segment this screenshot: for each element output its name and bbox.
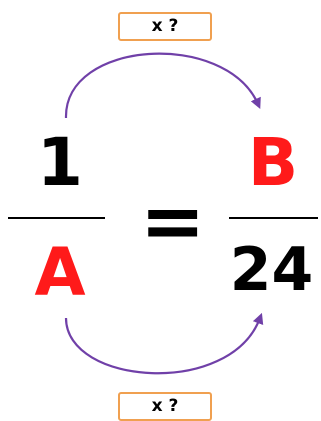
equals-sign: = [140,177,206,267]
left-fraction-bar [8,217,105,219]
multiplier-badge-top: x ? [118,12,212,41]
left-numerator: 1 [37,124,83,201]
multiplier-badge-bottom: x ? [118,392,212,421]
right-fraction-bar [229,217,318,219]
left-denominator: A [34,234,86,311]
top-arrow [64,52,261,119]
bottom-arrow [64,312,264,375]
right-numerator: B [247,124,299,201]
right-denominator: 24 [229,235,314,305]
